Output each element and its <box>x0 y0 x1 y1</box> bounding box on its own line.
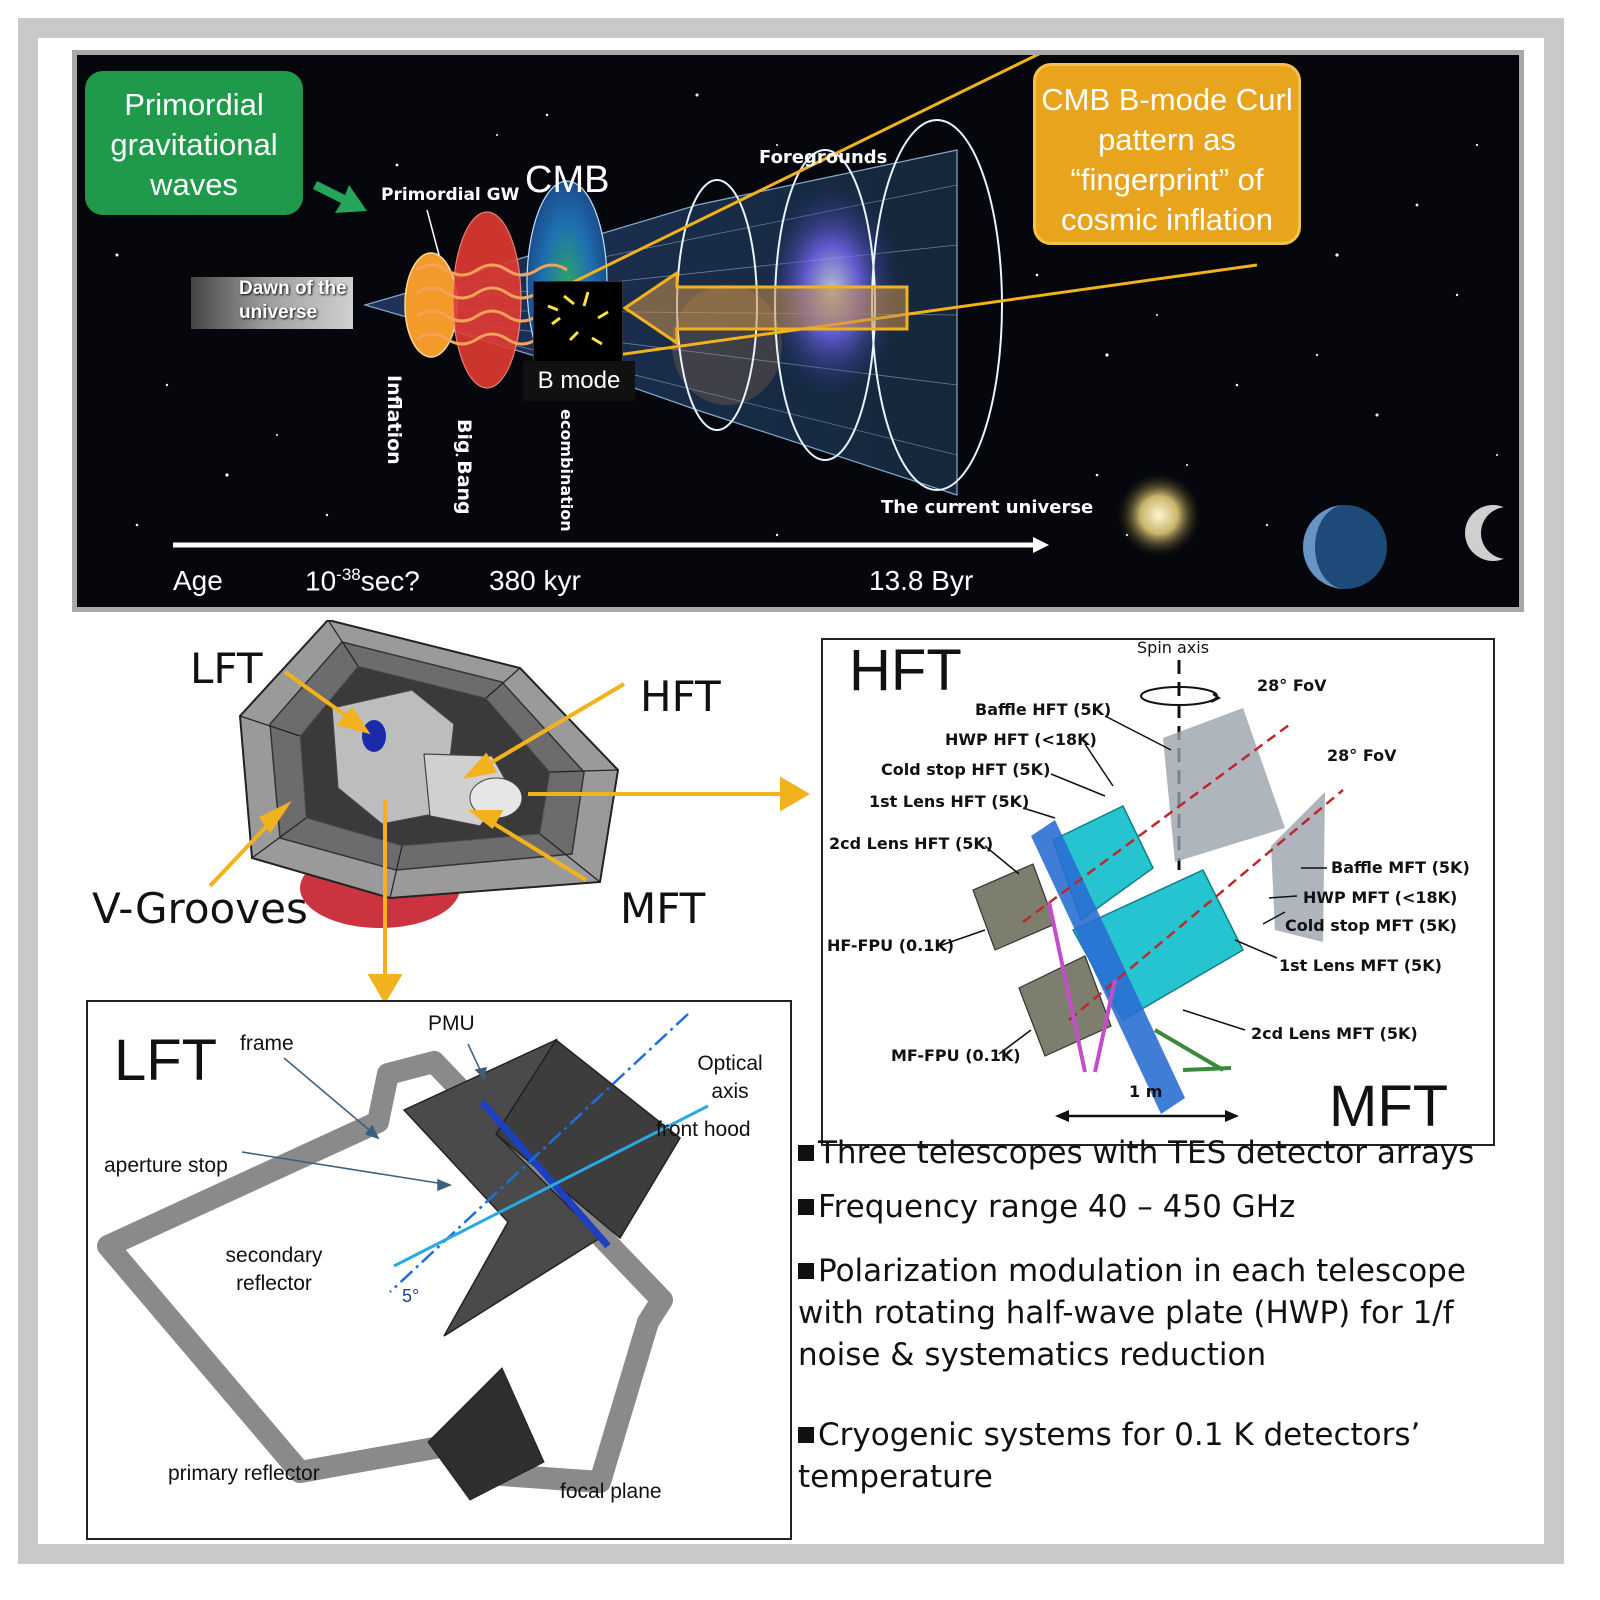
lens1-hft-label: 1st Lens HFT (5K) <box>869 792 1030 811</box>
hf-fpu-label: HF-FPU (0.1K) <box>827 936 955 955</box>
mft-title: MFT <box>1329 1074 1449 1139</box>
lft-optics <box>97 1013 709 1501</box>
spacecraft-lft-label: LFT <box>190 644 263 693</box>
lft-title: LFT <box>114 1028 218 1093</box>
bullet-square-icon <box>798 1427 814 1443</box>
spacecraft-mft-label: MFT <box>620 884 706 933</box>
cosmic-history-illustration <box>115 55 1519 589</box>
fov-label-1: 28° FoV <box>1257 676 1327 695</box>
optical-axis-label: Optical axis <box>697 1052 763 1103</box>
hft-fov-line <box>1022 720 1294 924</box>
hwp-mft-label: HWP MFT (<18K) <box>1303 888 1458 907</box>
bullet-item-3: Polarization modulation in each telescop… <box>798 1253 1466 1373</box>
callout-primordial-gw-text: Primordial gravitational waves <box>110 87 278 202</box>
angle-label: 5° <box>402 1286 420 1306</box>
cold-stop-hft-label: Cold stop HFT (5K) <box>881 760 1051 779</box>
hft-mft-optics <box>938 660 1344 1122</box>
mf-fpu-label: MF-FPU (0.1K) <box>891 1046 1021 1065</box>
fov-label-2: 28° FoV <box>1327 746 1397 765</box>
hft-title: HFT <box>849 638 962 703</box>
beam-axis-line <box>393 1104 709 1268</box>
cmb-label: CMB <box>525 159 610 201</box>
callout-line-bottom <box>616 263 1258 357</box>
focal-plane-label: focal plane <box>560 1480 662 1503</box>
spacecraft-hft-label: HFT <box>640 672 721 721</box>
callout-primordial-gw: Primordial gravitational waves <box>85 71 303 215</box>
hwp-hft-label: HWP HFT (<18K) <box>945 730 1097 749</box>
baffle-mft-label: Baffle MFT (5K) <box>1331 858 1470 877</box>
aperture-stop-label: aperture stop <box>104 1154 228 1177</box>
sun-image <box>1117 473 1201 557</box>
gw-pointer-arrow <box>313 181 367 213</box>
secondary-reflector-label: secondary reflector <box>225 1244 323 1295</box>
baffle-mft <box>1271 792 1325 942</box>
callout-line-top <box>546 55 1041 297</box>
gw-label-pointer <box>426 209 440 256</box>
callout-bmode: CMB B-mode Curl pattern as “fingerprint”… <box>1033 63 1301 245</box>
primary-reflector-label: primary reflector <box>168 1462 320 1485</box>
dawn-of-universe-label: Dawn of the universe <box>191 277 353 329</box>
bmode-pattern <box>533 281 623 363</box>
foregrounds-label: Foregrounds <box>759 147 888 168</box>
big-bang-label: Big Bang <box>453 419 475 515</box>
earth-image <box>1303 505 1387 589</box>
current-universe-label: The current universe <box>881 497 1094 518</box>
pmu-label: PMU <box>428 1012 475 1035</box>
support-bar <box>1031 820 1185 1114</box>
scale-label: 1 m <box>1129 1082 1163 1101</box>
recombination-label: ecombination <box>557 409 576 532</box>
time-inflation: 10-38sec? <box>305 565 420 597</box>
lookback-arrow <box>622 270 909 346</box>
time-recombination: 380 kyr <box>489 565 581 596</box>
callout-bmode-text: CMB B-mode Curl pattern as “fingerprint”… <box>1041 82 1293 237</box>
leader-lines <box>938 715 1327 1055</box>
cosmic-history-panel: Primordial gravitational waves CMB B-mod… <box>72 50 1524 612</box>
focal-plane-box <box>427 1367 545 1501</box>
bullet-item-2: Frequency range 40 – 450 GHz <box>798 1186 1488 1228</box>
primordial-gw-label: Primordial GW <box>381 185 520 205</box>
baffle-hft <box>1163 708 1285 862</box>
bullet-square-icon <box>798 1263 814 1279</box>
bullet-square-icon <box>798 1199 814 1215</box>
spin-axis-label: Spin axis <box>1137 638 1210 657</box>
bullet-item-4: Cryogenic systems for 0.1 K detectors’ t… <box>798 1417 1421 1495</box>
stars <box>115 93 1498 537</box>
time-current: 13.8 Byr <box>869 565 974 596</box>
age-label: Age <box>173 565 223 596</box>
inflation-label: Inflation <box>383 375 405 465</box>
mft-fov-line <box>1068 789 1344 1021</box>
lft-aperture <box>362 720 386 752</box>
lens1-mft-label: 1st Lens MFT (5K) <box>1279 956 1442 975</box>
bullet-square-icon <box>798 1145 814 1161</box>
bmode-label: B mode <box>523 361 635 401</box>
big-bang-disk <box>452 211 522 389</box>
lft-diagram: LFT frame PMU Optical axis front hood ap… <box>86 1000 792 1540</box>
aperture-stop-bar <box>479 1099 611 1249</box>
baffle-hft-label: Baffle HFT (5K) <box>975 700 1112 719</box>
cold-stop-mft-label: Cold stop MFT (5K) <box>1285 916 1457 935</box>
outer-frame <box>18 18 1564 1564</box>
lens2-hft-label: 2cd Lens HFT (5K) <box>829 834 994 853</box>
frame-label: frame <box>240 1032 294 1055</box>
bullet-item-1: Three telescopes with TES detector array… <box>798 1132 1488 1174</box>
bmode-curl-icon <box>547 291 609 346</box>
hft-mft-diagram: HFT MFT Spin axis 28° FoV 28° FoV Baffle… <box>821 638 1495 1146</box>
front-hood-label: front hood <box>656 1118 751 1141</box>
optical-axis-line <box>389 1013 689 1293</box>
lens2-mft-label: 2cd Lens MFT (5K) <box>1251 1024 1418 1043</box>
spacecraft-vgrooves-label: V-Grooves <box>92 884 308 933</box>
